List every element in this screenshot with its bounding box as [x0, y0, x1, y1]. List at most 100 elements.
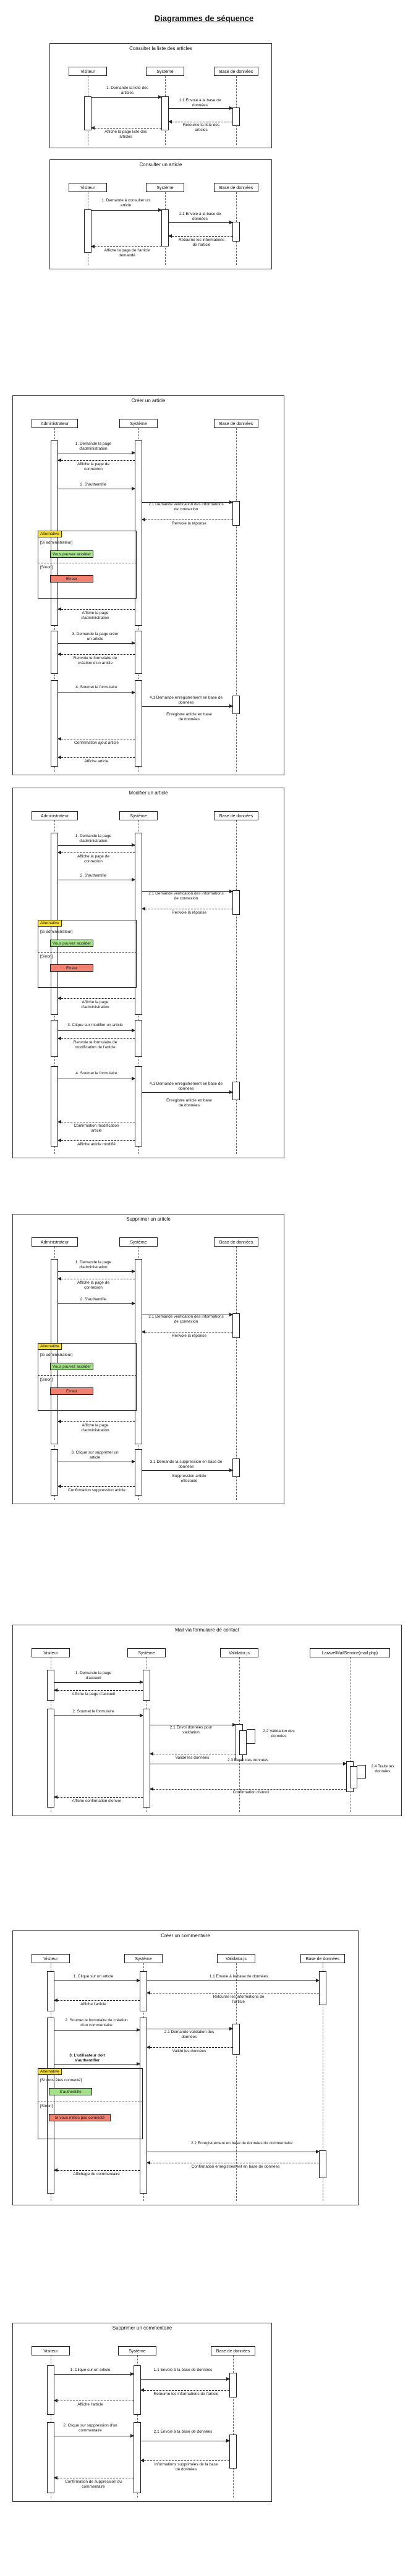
activation-bar: [232, 1082, 240, 1100]
actor-visiteur: Visiteur: [32, 1648, 70, 1657]
message-label: 1.1 Envoie à la base de données: [179, 212, 221, 221]
actor-visiteur: Visiteur: [32, 2346, 70, 2355]
message-arrow: [142, 704, 233, 708]
diagram-title: Consulter la liste des articles: [129, 46, 192, 51]
message-label: 1.1 Envoie à la base de données: [179, 98, 221, 107]
condition-label: [Sinon]: [40, 954, 53, 959]
actor-systeme: Système: [118, 2346, 156, 2355]
actor-administrateur: Administrateur: [32, 811, 78, 820]
message-arrow: [168, 234, 232, 238]
activation-bar: [47, 1971, 54, 2011]
diagram-title: Modifier un article: [129, 790, 168, 796]
message-arrow: [150, 1787, 346, 1791]
actor-systeme: Système: [146, 67, 184, 76]
message-label: Confirmation enregistrement en base de d…: [191, 2165, 280, 2169]
actor-base-de-donnees: Base de données: [214, 811, 258, 820]
activation-bar: [161, 209, 169, 246]
diagram-supprimer-commentaire: Supprimer un commentaire Visiteur Systèm…: [12, 2323, 272, 2502]
message-arrow: [54, 1714, 143, 1717]
message-label: 2. S'authentifie: [80, 873, 107, 878]
message-label: 2. Soumet le formulaire: [72, 1709, 114, 1714]
message-arrow: [54, 1680, 143, 1684]
message-label: Enregistre article en base de données: [166, 1098, 212, 1108]
alternative-fragment: [38, 920, 137, 988]
message-arrow: [54, 2168, 140, 2172]
lifeline: [236, 1247, 237, 1500]
error-box: Erreur: [50, 575, 93, 583]
condition-label: [Sinon]: [40, 2104, 53, 2108]
activation-bar: [232, 501, 240, 526]
message-label: 2. S'authentifie: [80, 482, 107, 487]
activation-bar: [319, 2150, 326, 2178]
message-label: Suppression article effectuée: [172, 1474, 206, 1483]
message-label: 3.1 Demande la suppression en base de do…: [150, 1460, 223, 1469]
message-label: 4. Soumet le formulaire: [75, 1071, 117, 1075]
activation-bar: [140, 2018, 147, 2194]
message-label: Affiche l'article: [77, 2402, 103, 2407]
actor-administrateur: Administrateur: [32, 1237, 78, 1247]
activation-bar: [239, 1730, 247, 1755]
activation-bar: [51, 1066, 58, 1147]
message-arrow: [91, 245, 161, 248]
message-label: 2. Clique sur suppression d'un commentai…: [63, 2423, 117, 2433]
message-arrow: [147, 1979, 320, 1982]
message-label: Renvoie la réponse: [171, 521, 206, 526]
diagram-title: Supprimer un commentaire: [112, 2325, 172, 2331]
message-arrow: [140, 2459, 229, 2462]
activation-bar: [84, 96, 91, 130]
message-arrow: [57, 996, 135, 1000]
activation-bar: [47, 2365, 54, 2415]
message-arrow: [57, 458, 135, 462]
message-label: Confirmation d'envoi: [232, 1790, 270, 1795]
message-label: Affiche la page d'administration: [81, 611, 109, 620]
activation-bar: [232, 222, 240, 242]
message-label: Affiche article modifié: [77, 1142, 116, 1147]
alternative-tag: Alternative: [38, 2069, 62, 2075]
access-box: Vous pouvez accéder: [50, 550, 93, 558]
message-label: 4.1 Demande enregistrement en base de do…: [149, 1082, 223, 1091]
message-label: Confirmation de suppression du commentai…: [65, 2480, 122, 2489]
message-label: Renvoie la réponse: [171, 1334, 206, 1338]
message-label: Renvoie le formulaire de modification de…: [73, 1040, 117, 1050]
message-arrow: [57, 756, 135, 759]
diagram-title: Créer un commentaire: [161, 1933, 210, 1938]
message-label: Validé les données: [175, 1756, 210, 1760]
message-label: 2.1 Demande vérification des information…: [148, 502, 224, 511]
message-arrow: [57, 1139, 135, 1142]
activation-bar: [51, 680, 58, 767]
condition-label: [Sinon]: [40, 565, 53, 570]
diagram-modifier-article: Modifier un article Administrateur Systè…: [12, 788, 284, 1158]
message-label: Affiche la page d'administration: [81, 1000, 109, 1009]
message-label: Affiche la page d'accueil: [72, 1692, 115, 1696]
activation-bar: [232, 890, 240, 915]
actor-systeme: Système: [146, 183, 184, 192]
message-arrow: [54, 2372, 134, 2376]
message-label: 2. S'authentifie: [80, 1297, 107, 1302]
message-label: 2.3 Envoi des données: [227, 1758, 269, 1762]
activation-bar: [161, 96, 169, 130]
message-label: 1.1 Envoie à la base de données: [153, 2368, 213, 2372]
diagram-mail-contact: Mail via formulaire de contact Visiteur …: [12, 1625, 402, 1816]
message-label: Retourne la liste des articles: [182, 123, 220, 132]
alternative-tag: Alternative: [38, 920, 62, 927]
message-label: 1. Demande la page d'administration: [75, 1260, 112, 1269]
message-label: Confirmation suppression article: [68, 1488, 125, 1492]
activation-bar: [135, 631, 142, 674]
activation-bar: [135, 833, 142, 1015]
diagram-consulter-article: Consulter un article Visiteur Système Ba…: [49, 159, 272, 269]
access-box: S'authentifie: [49, 2088, 92, 2095]
message-label: Affiche l'article: [80, 2002, 106, 2006]
message-label: 2.1 Envoi données pour validation: [169, 1725, 213, 1735]
actor-validator: Validator.js: [217, 1954, 255, 1963]
message-arrow: [58, 1269, 135, 1273]
message-label: 2.4 Traite les données: [371, 1764, 394, 1774]
actor-validator: Validator.js: [220, 1648, 258, 1657]
diagram-title: Créer un article: [131, 398, 166, 403]
message-arrow: [58, 843, 135, 847]
actor-systeme: Système: [127, 1648, 166, 1657]
access-box: Vous pouvez accéder: [50, 1363, 93, 1370]
actor-systeme: Système: [119, 1237, 158, 1247]
message-label: Affiche article: [84, 759, 109, 764]
actor-systeme: Système: [119, 811, 158, 820]
message-arrow: [57, 851, 135, 854]
